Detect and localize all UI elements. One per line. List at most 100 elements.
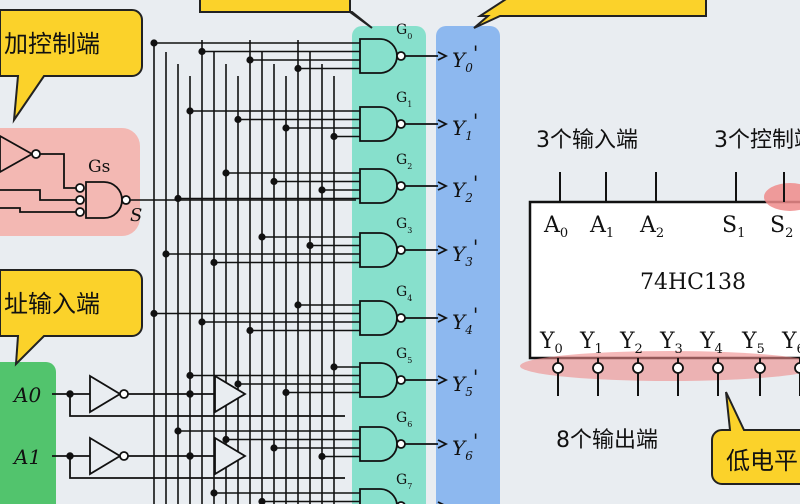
nand-gate — [359, 426, 449, 462]
s2-pin-highlight — [764, 183, 800, 211]
junction-dot — [306, 241, 314, 250]
chip-name: 74HC138 — [640, 270, 746, 295]
wire-layer — [130, 39, 360, 504]
gate-label: G2 — [396, 152, 412, 171]
chip-pin-bubble — [592, 362, 604, 374]
nand-gate — [359, 300, 449, 336]
junction-dot — [270, 444, 278, 452]
junction-dot — [294, 301, 302, 309]
callout-address-text: 址输入端 — [4, 290, 100, 318]
chip-control-pin-label: S2 — [770, 213, 793, 241]
gate-label: G5 — [396, 346, 412, 365]
junction-dot — [258, 233, 266, 241]
junction-dot — [162, 250, 170, 258]
nand-gate — [359, 106, 449, 142]
enable-signal-label: S — [130, 205, 142, 226]
junction-dot — [198, 318, 206, 326]
chip-output-pin-label: Y1 — [579, 329, 603, 357]
output-pins-highlight — [520, 351, 800, 381]
chip-pin-bubble — [794, 362, 800, 374]
junction-dot — [270, 177, 278, 186]
junction-dot — [282, 388, 290, 397]
output-label: Y5' — [452, 365, 478, 399]
chip-pin-bubble — [712, 362, 724, 374]
output-label: Y2' — [452, 171, 478, 205]
chip-pin-bubble — [754, 362, 766, 374]
callout-address: 址输入端 — [0, 269, 143, 367]
chip-pin-bubble — [632, 362, 644, 374]
chip-pin-bubble — [552, 362, 564, 374]
gate-layer — [52, 38, 449, 504]
junction-dot — [222, 435, 230, 444]
chip-input-pin-label: A0 — [543, 213, 568, 241]
chip-output-pin-label: Y4 — [699, 329, 723, 357]
junction-dot — [318, 452, 326, 461]
junction-dot — [198, 47, 206, 56]
output-label: Y4' — [452, 303, 478, 337]
junction-dot — [318, 186, 326, 194]
output-label: Y3' — [452, 235, 478, 269]
chip-output-pin-label: Y5 — [741, 329, 765, 357]
input-inverter — [52, 374, 345, 417]
junction-dot — [258, 497, 266, 504]
enable-gate-gs — [0, 134, 131, 219]
chip-pin-bubble — [672, 362, 684, 374]
input-highlight — [0, 362, 56, 504]
junction-dot — [234, 380, 242, 388]
output-label: Y1' — [452, 109, 478, 143]
junction-dot — [330, 132, 338, 141]
chip-output-pin-label: Y2 — [619, 329, 643, 357]
output-label: Y6' — [452, 429, 478, 463]
gate-label: G6 — [396, 410, 412, 429]
junction-dot — [282, 124, 290, 132]
output-label: Y0' — [452, 41, 478, 75]
nand-gate — [359, 38, 449, 74]
junction-dot — [174, 194, 182, 203]
junction-dot — [294, 64, 302, 73]
callout-top-left — [199, 0, 373, 29]
input-inverter — [52, 436, 345, 479]
chip-outputs-label: 8个输出端 — [556, 428, 658, 453]
chip-inputs-label: 3个输入端 — [536, 128, 638, 153]
input-label-a1: A1 — [12, 445, 41, 469]
callout-control: 加控制端 — [0, 9, 143, 124]
nand-gate — [359, 362, 449, 398]
junction-dot — [186, 107, 194, 115]
chip-output-pin-label: Y0 — [539, 329, 563, 357]
callout-control-text: 加控制端 — [4, 30, 100, 58]
output-column-highlight — [436, 26, 500, 504]
chip-control-pin-label: S1 — [722, 213, 745, 241]
callout-top-right — [473, 0, 707, 29]
gate-label: G0 — [396, 22, 412, 41]
gate-label: G1 — [396, 90, 412, 109]
junction-dot — [330, 363, 338, 371]
callout-low-level: 低电平 — [711, 391, 800, 485]
junction-dot — [246, 56, 254, 64]
junction-dot — [150, 309, 158, 318]
chip-output-pin-label: Y6 — [781, 329, 800, 357]
enable-gate-label: Gs — [88, 157, 110, 177]
input-label-a0: A0 — [12, 383, 41, 407]
junction-dot — [174, 427, 182, 435]
gate-label: G4 — [396, 284, 412, 303]
junction-dot — [246, 326, 254, 335]
junction-dot — [150, 39, 158, 47]
chip-input-pin-label: A1 — [589, 213, 614, 241]
gate-label: G3 — [396, 216, 412, 235]
callout-low-level-text: 低电平 — [726, 447, 798, 475]
chip-controls-label: 3个控制端 — [714, 128, 800, 153]
junction-dot — [186, 371, 194, 380]
nand-gate — [359, 168, 449, 204]
chip-output-pin-label: Y3 — [659, 329, 683, 357]
junction-dot — [210, 489, 218, 497]
junction-dot — [222, 169, 230, 177]
chip-input-pin-label: A2 — [639, 213, 664, 241]
junction-dot — [210, 258, 218, 267]
junction-dot — [234, 115, 242, 124]
gate-label: G7 — [396, 472, 412, 491]
nand-gate — [359, 232, 449, 268]
